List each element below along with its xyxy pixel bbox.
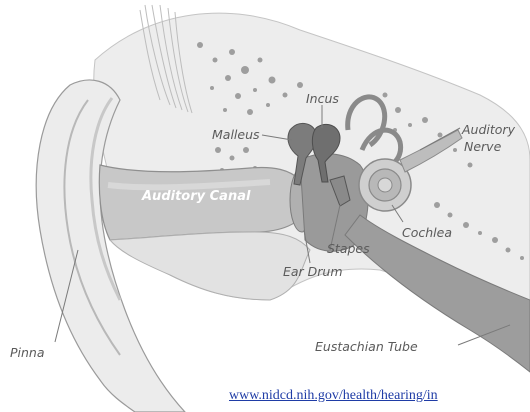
- malleus-label: Malleus: [212, 127, 260, 142]
- pinna-label: Pinna: [10, 345, 45, 360]
- auditory-canal-label: Auditory Canal: [141, 189, 251, 204]
- auditory-nerve-label-line2: Nerve: [464, 139, 502, 154]
- eustachian-tube-label: Eustachian Tube: [315, 339, 418, 354]
- incus-label: Incus: [306, 91, 339, 106]
- ear-drum-label: Ear Drum: [283, 264, 343, 279]
- auditory-nerve-label-line1: Auditory: [461, 122, 516, 137]
- lower-tissue: [110, 232, 310, 300]
- stapes-label: Stapes: [327, 241, 370, 256]
- cochlea-label: Cochlea: [402, 225, 452, 240]
- source-link[interactable]: www.nidcd.nih.gov/health/hearing/in: [229, 388, 438, 404]
